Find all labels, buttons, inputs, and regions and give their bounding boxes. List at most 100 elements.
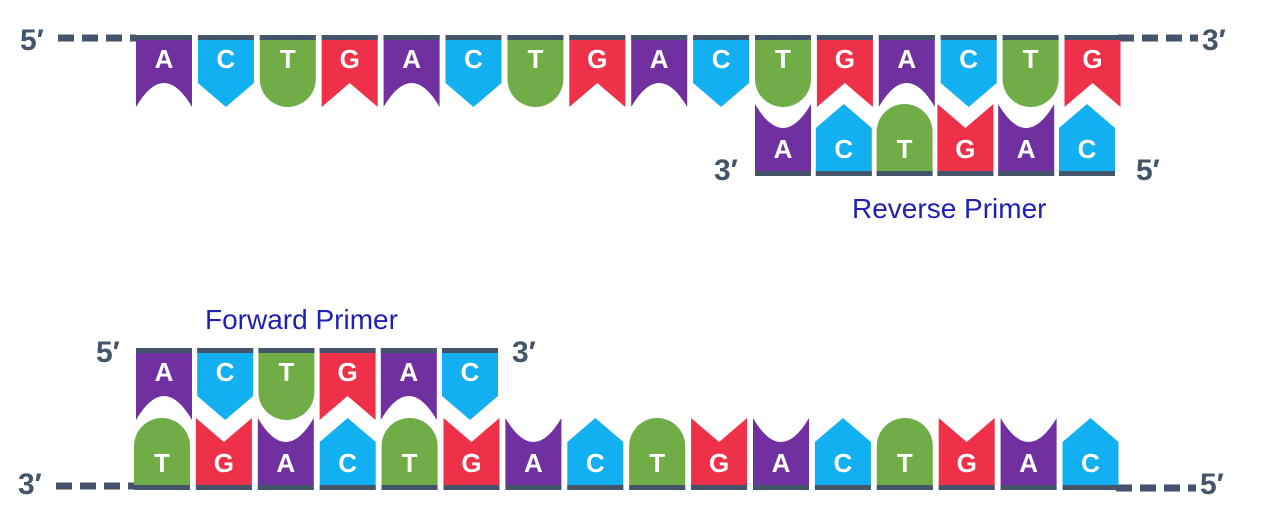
top-strand-base-16: G xyxy=(1064,35,1121,107)
top-strand-base-15-backbone xyxy=(1002,35,1059,40)
bottom-strand-base-10: G xyxy=(691,418,748,490)
bottom-strand-base-6: G xyxy=(443,418,500,490)
bottom-strand-base-3-shape xyxy=(257,418,314,490)
top-strand-base-14-backbone xyxy=(940,35,997,40)
top-strand-base-11-letter: T xyxy=(775,44,791,74)
top-strand-base-6: C xyxy=(445,35,502,107)
top-strand-base-13: A xyxy=(878,35,935,107)
bottom-strand-base-4-letter: C xyxy=(338,448,357,478)
top-strand-base-12-shape xyxy=(816,35,873,107)
top-strand-base-3: T xyxy=(259,35,316,108)
forward-primer-base-6: C xyxy=(442,348,498,420)
top-strand-base-11: T xyxy=(755,35,811,107)
forward-primer-base-5-backbone xyxy=(380,348,437,353)
bottom-strand-base-7-letter: A xyxy=(524,448,543,478)
bottom-strand-base-16-backbone xyxy=(1062,485,1119,490)
bottom-strand-base-11-backbone xyxy=(753,485,809,490)
top-strand-base-5-shape xyxy=(383,35,440,107)
bottom-strand-base-1-letter: T xyxy=(154,448,170,478)
reverse-primer-base-6-backbone xyxy=(1059,171,1115,176)
top-strand-base-16-shape xyxy=(1064,35,1121,107)
bottom-strand-base-12-shape xyxy=(814,418,871,490)
reverse-primer-base-1-backbone xyxy=(755,171,811,176)
forward-primer-base-3-shape xyxy=(258,348,315,421)
top-strand-base-3-letter: T xyxy=(280,44,296,74)
forward-primer-base-1: A xyxy=(136,348,192,420)
bottom-strand-base-10-letter: G xyxy=(709,448,729,478)
top-strand-base-1-shape xyxy=(136,35,192,107)
reverse-primer-base-4: G xyxy=(937,104,994,176)
bottom-strand-base-12-letter: C xyxy=(834,448,853,478)
top-strand-base-8-shape xyxy=(569,35,626,107)
top-strand-base-2-letter: C xyxy=(217,44,236,74)
top-strand-base-16-backbone xyxy=(1064,35,1121,40)
bottom-strand-base-1: T xyxy=(134,418,190,490)
top-strand-base-9-letter: A xyxy=(650,44,669,74)
bottom-strand-base-14-backbone xyxy=(938,485,995,490)
bottom-strand-base-11-shape xyxy=(753,418,809,490)
reverse-primer-base-5: A xyxy=(998,104,1055,176)
top-strand-base-4-backbone xyxy=(321,35,378,40)
bottom-strand-base-5-shape xyxy=(381,418,438,490)
bottom-strand-base-2-backbone xyxy=(195,485,252,490)
top-strand-base-14-letter: C xyxy=(959,44,978,74)
top-strand-base-7-letter: T xyxy=(527,44,543,74)
bottom-strand-base-15-backbone xyxy=(1000,485,1057,490)
top-strand-base-7-shape xyxy=(507,35,564,108)
bottom-strand-base-12-backbone xyxy=(814,485,871,490)
bottom-strand-left-end-label: 3′ xyxy=(18,468,42,501)
reverse-primer-base-5-backbone xyxy=(998,171,1055,176)
top-strand-base-7: T xyxy=(507,35,564,108)
top-strand-base-8: G xyxy=(569,35,626,107)
bottom-strand-base-6-shape xyxy=(443,418,500,490)
bottom-strand-base-3-backbone xyxy=(257,485,314,490)
bottom-strand-base-2-shape xyxy=(195,418,252,490)
bottom-strand-base-15: A xyxy=(1000,418,1057,490)
top-strand-right-end-label: 3′ xyxy=(1202,24,1226,57)
bottom-strand-base-2-letter: G xyxy=(214,448,234,478)
top-strand-base-10-letter: C xyxy=(712,44,731,74)
bottom-strand-base-9-letter: T xyxy=(649,448,665,478)
bottom-strand-base-9-shape xyxy=(629,418,686,490)
forward-primer-base-1-shape xyxy=(136,348,192,420)
bottom-strand-base-14-letter: G xyxy=(957,448,977,478)
top-strand-base-8-letter: G xyxy=(587,44,607,74)
bottom-strand-base-5: T xyxy=(381,418,438,490)
forward-primer-left-end-label: 5′ xyxy=(96,336,120,369)
forward-primer-base-1-letter: A xyxy=(155,357,174,387)
forward-primer-base-2: C xyxy=(197,348,254,420)
forward-primer-base-4-letter: G xyxy=(337,357,357,387)
reverse-primer-base-1-shape xyxy=(755,104,811,176)
top-strand-base-15-letter: T xyxy=(1023,44,1039,74)
bottom-strand-base-3: A xyxy=(257,418,314,490)
reverse-primer-base-3-letter: T xyxy=(897,134,913,164)
top-strand-base-7-backbone xyxy=(507,35,564,40)
bottom-strand-base-10-shape xyxy=(691,418,748,490)
top-strand-base-4-shape xyxy=(321,35,378,107)
bottom-strand-base-4: C xyxy=(319,418,376,490)
forward-primer-base-3-letter: T xyxy=(278,357,294,387)
top-strand-base-3-backbone xyxy=(259,35,316,40)
bottom-strand-base-8-shape xyxy=(567,418,624,490)
bottom-strand-base-11: A xyxy=(753,418,809,490)
reverse-primer-base-1: A xyxy=(755,104,811,176)
top-strand-base-2-shape xyxy=(197,35,254,107)
reverse-primer-base-4-backbone xyxy=(937,171,994,176)
bottom-strand-base-2: G xyxy=(195,418,252,490)
bottom-strand-base-16-shape xyxy=(1062,418,1119,490)
bottom-strand-base-14: G xyxy=(938,418,995,490)
top-strand-base-10-backbone xyxy=(693,35,750,40)
bottom-strand-base-7-backbone xyxy=(505,485,562,490)
bottom-strand-base-13-backbone xyxy=(876,485,933,490)
bottom-strand-base-9: T xyxy=(629,418,686,490)
forward-primer-base-5-shape xyxy=(380,348,437,420)
top-strand-base-4: G xyxy=(321,35,378,107)
reverse-primer-base-2-shape xyxy=(815,104,872,176)
bottom-strand-base-13-shape xyxy=(876,418,933,490)
top-strand-base-9: A xyxy=(631,35,688,107)
bottom-strand-base-10-backbone xyxy=(691,485,748,490)
